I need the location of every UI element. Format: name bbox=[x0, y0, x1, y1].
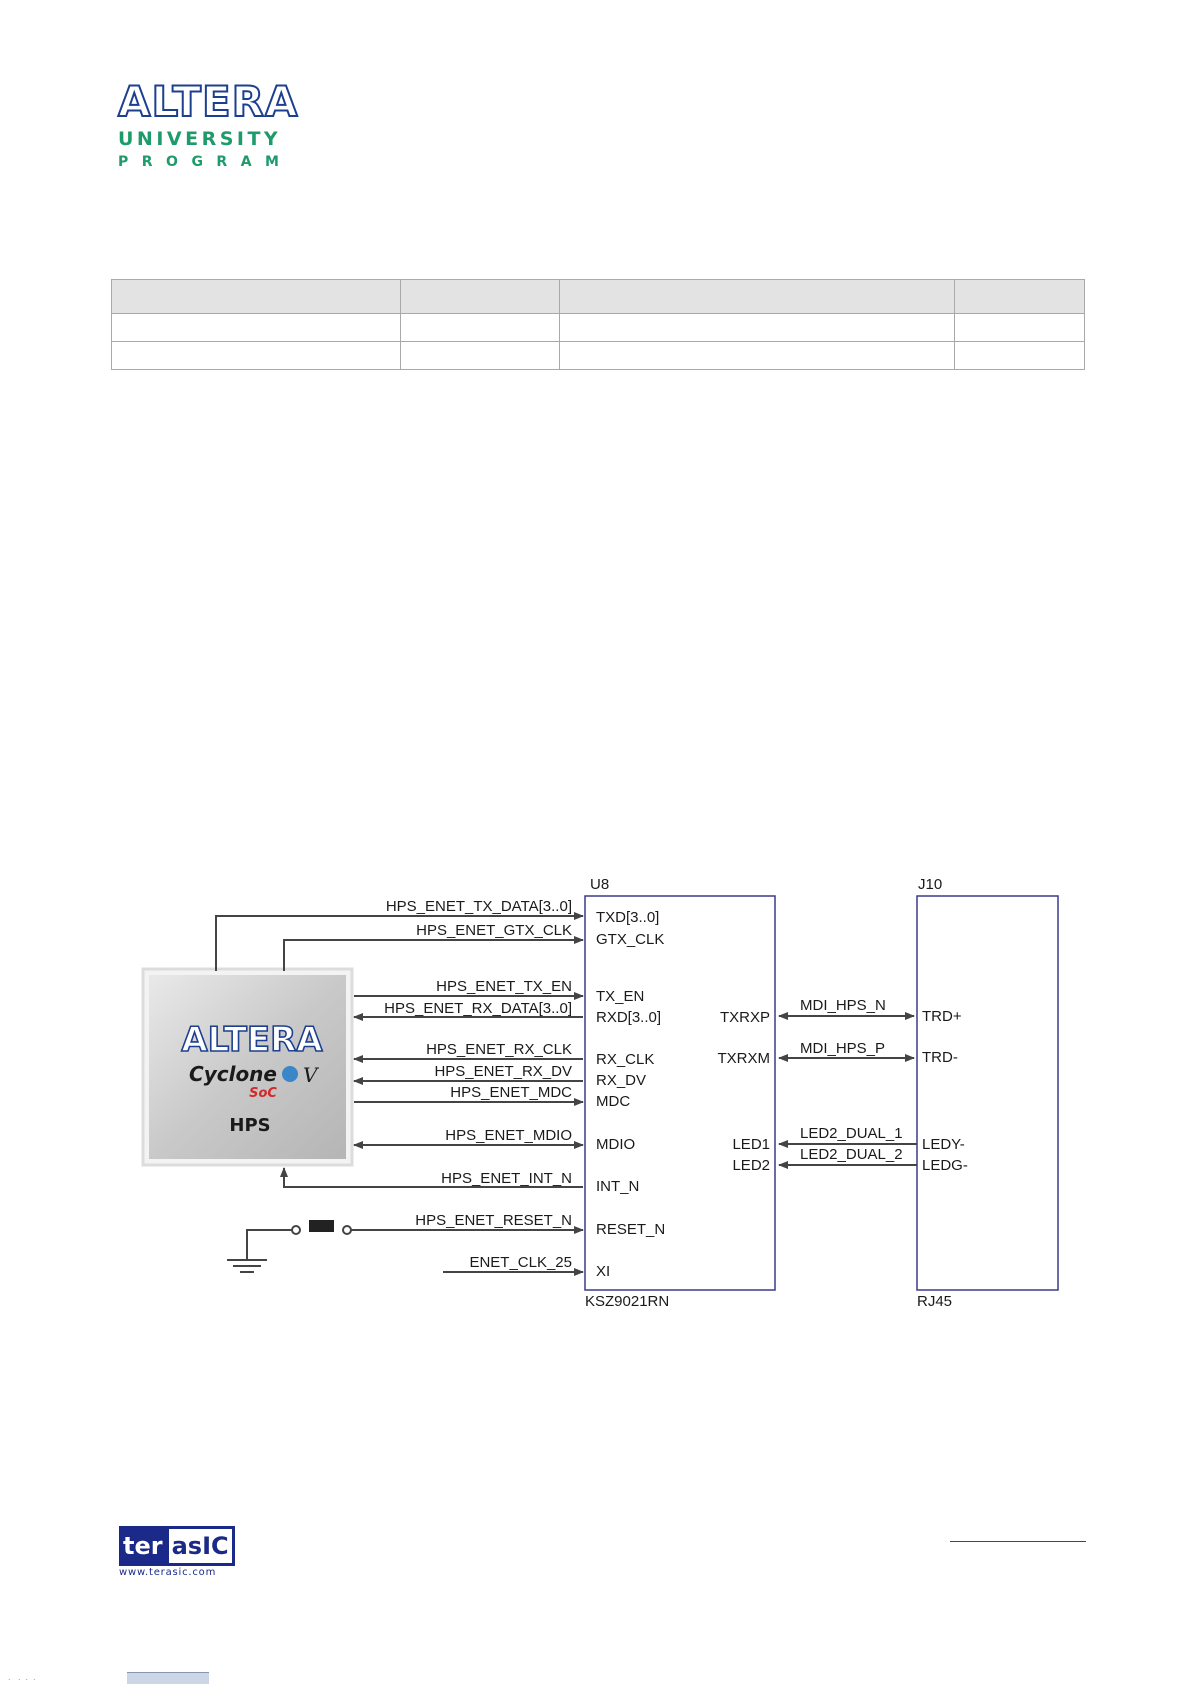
phy-part: KSZ9021RN bbox=[585, 1293, 669, 1310]
jack-ref: J10 bbox=[918, 876, 942, 893]
signal-label: HPS_ENET_TX_EN bbox=[436, 978, 572, 995]
table-cell bbox=[559, 313, 955, 342]
signal-label: HPS_ENET_TX_DATA[3..0] bbox=[386, 898, 572, 915]
jack-pin: LEDY- bbox=[922, 1136, 965, 1153]
hps-chip-brand: ALTERA bbox=[181, 1020, 323, 1060]
phy-pin: TXRXP bbox=[720, 1009, 770, 1026]
phy-right-pins: TXRXP TXRXM LED1 LED2 bbox=[718, 1009, 771, 1174]
phy-pin: RX_DV bbox=[596, 1072, 646, 1089]
footer-link-underline[interactable] bbox=[950, 1541, 1086, 1542]
signal-label: HPS_ENET_RESET_N bbox=[415, 1212, 572, 1229]
left-signal-wires bbox=[215, 912, 584, 1276]
wire-int-n bbox=[280, 1167, 583, 1188]
table-cell bbox=[954, 313, 1085, 342]
pushbutton-icon bbox=[309, 1220, 334, 1232]
table-cell bbox=[954, 341, 1085, 370]
jack-pin: TRD+ bbox=[922, 1008, 962, 1025]
switch-contact-right bbox=[342, 1225, 352, 1235]
footer-bar bbox=[127, 1672, 209, 1684]
phy-pin: LED2 bbox=[732, 1157, 770, 1174]
hps-chip-label: HPS bbox=[229, 1115, 270, 1136]
right-signal-wires bbox=[778, 1012, 917, 1169]
phy-pin: TXD[3..0] bbox=[596, 909, 659, 926]
signal-label: MDI_HPS_P bbox=[800, 1040, 885, 1057]
signal-label: HPS_ENET_RX_CLK bbox=[426, 1041, 572, 1058]
signal-label: HPS_ENET_MDIO bbox=[445, 1127, 572, 1144]
phy-box bbox=[584, 895, 776, 1291]
hps-chip-family: Cyclone bbox=[189, 1062, 277, 1086]
phy-pin: MDC bbox=[596, 1093, 630, 1110]
table-cell bbox=[400, 341, 560, 370]
rj45-box bbox=[916, 895, 1059, 1291]
signal-label: LED2_DUAL_1 bbox=[800, 1125, 903, 1142]
signal-label: HPS_ENET_GTX_CLK bbox=[416, 922, 572, 939]
phy-pin: INT_N bbox=[596, 1178, 639, 1195]
table-cell bbox=[111, 279, 401, 314]
altera-logo-wordmark: ALTERA bbox=[117, 77, 299, 126]
signal-label: MDI_HPS_N bbox=[800, 997, 886, 1014]
terasic-logo: ter asIC www.terasic.com bbox=[119, 1526, 235, 1578]
jack-part: RJ45 bbox=[917, 1293, 952, 1310]
phy-pin: XI bbox=[596, 1263, 610, 1280]
table-cell bbox=[400, 279, 560, 314]
phy-pin: LED1 bbox=[732, 1136, 770, 1153]
reset-switch-symbol bbox=[227, 1225, 352, 1273]
logo-university-text: UNIVERSITY bbox=[118, 128, 282, 150]
right-signal-labels: MDI_HPS_N MDI_HPS_P LED2_DUAL_1 LED2_DUA… bbox=[800, 997, 903, 1163]
table-row bbox=[111, 341, 1085, 370]
jack-pins: TRD+ TRD- LEDY- LEDG- bbox=[922, 1008, 968, 1174]
ground-wire bbox=[246, 1229, 292, 1260]
table-row bbox=[111, 313, 1085, 342]
signal-label: LED2_DUAL_2 bbox=[800, 1146, 903, 1163]
table-cell bbox=[559, 341, 955, 370]
altera-university-program-logo: ALTERA UNIVERSITY PROGRAM bbox=[117, 77, 299, 180]
hps-chip-version: V bbox=[303, 1063, 320, 1087]
left-signal-labels: HPS_ENET_TX_DATA[3..0] HPS_ENET_GTX_CLK … bbox=[384, 898, 572, 1271]
phy-pin: TX_EN bbox=[596, 988, 644, 1005]
switch-contact-left bbox=[291, 1225, 301, 1235]
signal-label: HPS_ENET_MDC bbox=[450, 1084, 572, 1101]
phy-pin: TXRXM bbox=[718, 1050, 771, 1067]
terasic-logo-box: ter asIC bbox=[119, 1526, 235, 1566]
wire-gtx-clk bbox=[283, 936, 584, 971]
table-cell bbox=[400, 313, 560, 342]
signal-label: HPS_ENET_INT_N bbox=[441, 1170, 572, 1187]
signal-label: HPS_ENET_RX_DATA[3..0] bbox=[384, 1000, 572, 1017]
hps-chip-soc: SoC bbox=[249, 1086, 277, 1101]
table-cell bbox=[111, 341, 401, 370]
phy-pin: GTX_CLK bbox=[596, 931, 664, 948]
phy-left-pins: TXD[3..0] GTX_CLK TX_EN RXD[3..0] RX_CLK… bbox=[596, 909, 665, 1280]
cyclone-swirl-icon bbox=[282, 1066, 298, 1082]
terasic-logo-left: ter bbox=[119, 1526, 166, 1566]
spec-table bbox=[111, 279, 1085, 370]
signal-label: ENET_CLK_25 bbox=[469, 1254, 572, 1271]
jack-pin: LEDG- bbox=[922, 1157, 968, 1174]
wire-tx-data bbox=[215, 912, 584, 971]
table-cell bbox=[559, 279, 955, 314]
terasic-logo-right: asIC bbox=[165, 1526, 235, 1566]
phy-pin: RXD[3..0] bbox=[596, 1009, 661, 1026]
footer-page-marks: . . . . bbox=[8, 1672, 36, 1682]
signal-label: HPS_ENET_RX_DV bbox=[434, 1063, 572, 1080]
phy-pin: MDIO bbox=[596, 1136, 635, 1153]
hps-chip: ALTERA Cyclone V SoC HPS bbox=[141, 967, 354, 1167]
logo-program-text: PROGRAM bbox=[118, 154, 293, 170]
table-cell bbox=[954, 279, 1085, 314]
jack-pin: TRD- bbox=[922, 1049, 958, 1066]
phy-ref: U8 bbox=[590, 876, 609, 893]
phy-pin: RESET_N bbox=[596, 1221, 665, 1238]
table-header-row bbox=[111, 279, 1085, 314]
ethernet-block-diagram: ALTERA Cyclone V SoC HPS U8 KSZ9021RN J1… bbox=[141, 876, 1059, 1310]
terasic-logo-url: www.terasic.com bbox=[119, 1567, 217, 1578]
phy-pin: RX_CLK bbox=[596, 1051, 654, 1068]
table-cell bbox=[111, 313, 401, 342]
